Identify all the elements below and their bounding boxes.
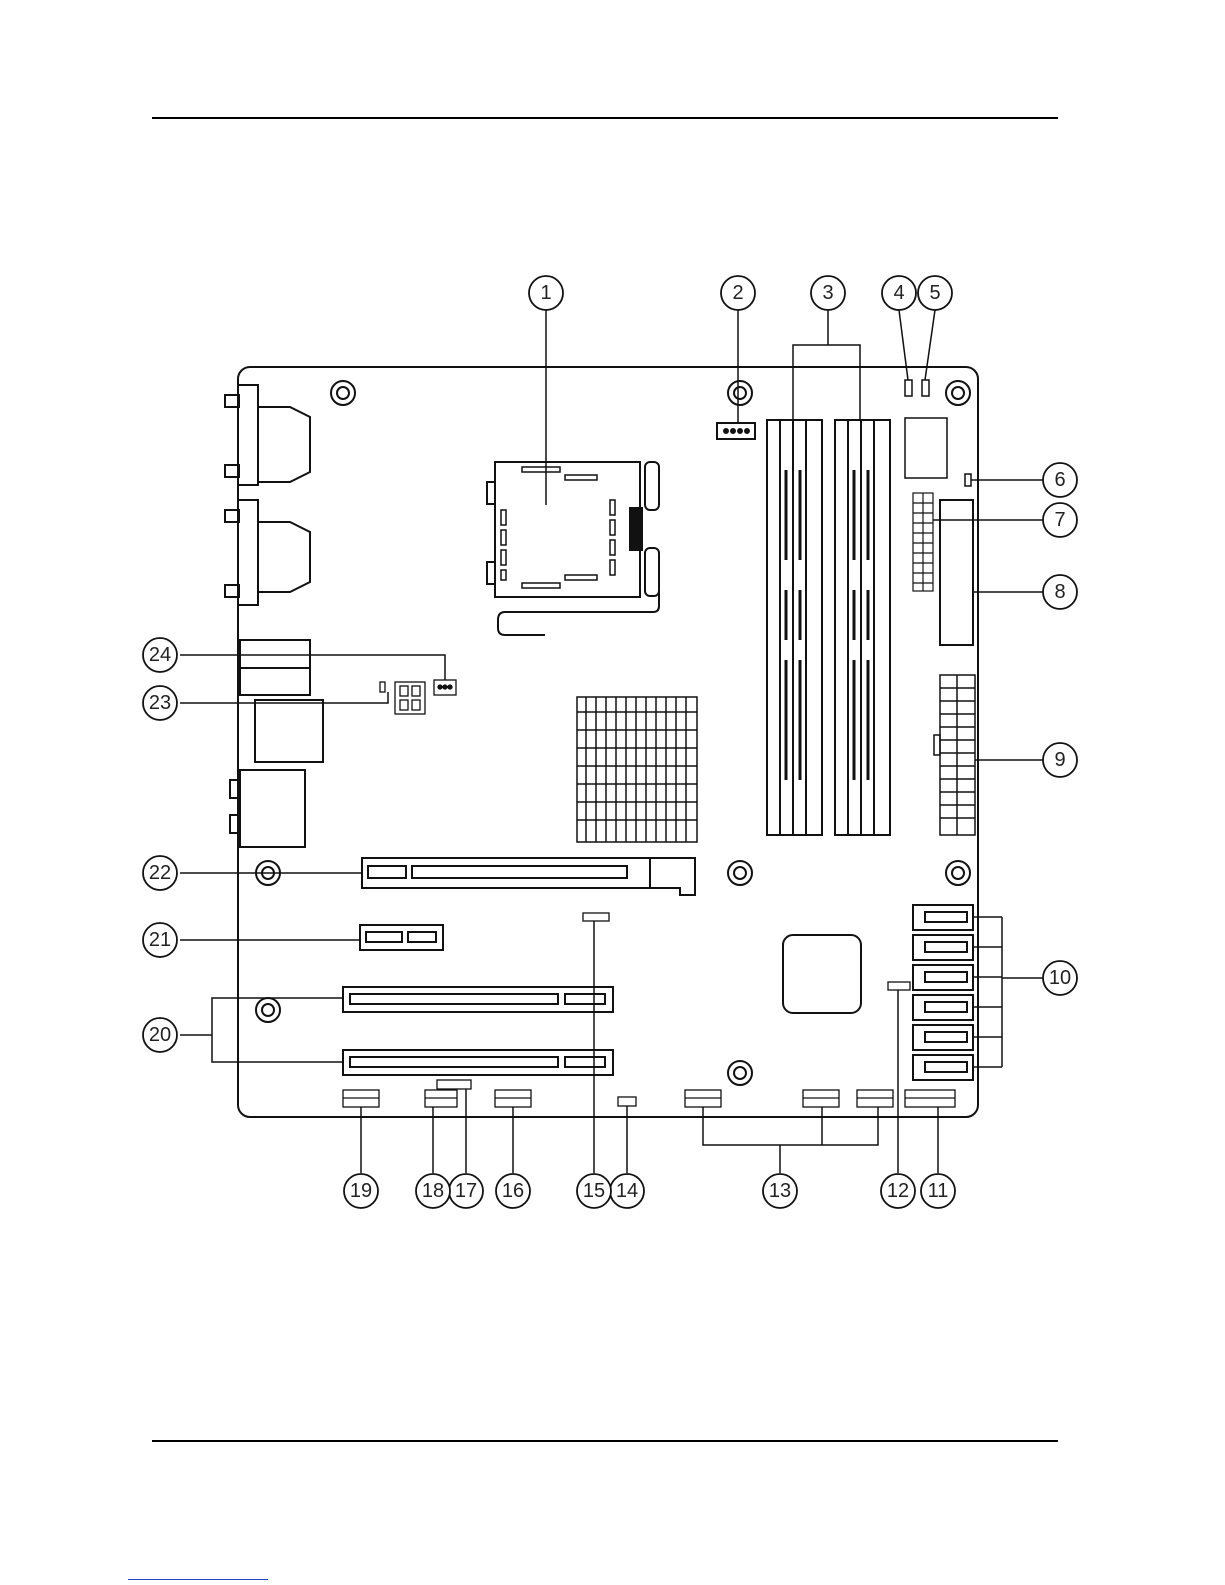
callout-label-11: 11 (928, 1180, 949, 1202)
callout-label-20: 20 (149, 1024, 171, 1046)
callout-label-7: 7 (1054, 509, 1065, 531)
callout-label-21: 21 (149, 929, 171, 951)
callout-label-4: 4 (893, 282, 904, 304)
callout-label-12: 12 (887, 1180, 909, 1202)
callout-label-24: 24 (149, 644, 171, 666)
callout-label-13: 13 (769, 1180, 791, 1202)
callout-label-14: 14 (616, 1180, 638, 1202)
callout-label-8: 8 (1054, 581, 1065, 603)
callout-label-16: 16 (502, 1180, 524, 1202)
callout-label-3: 3 (822, 282, 833, 304)
callout-label-6: 6 (1054, 469, 1065, 491)
callout-label-10: 10 (1049, 967, 1071, 989)
callout-label-18: 18 (422, 1180, 444, 1202)
callout-label-5: 5 (929, 282, 940, 304)
callout-label-19: 19 (350, 1180, 372, 1202)
callout-label-15: 15 (583, 1180, 605, 1202)
callout-label-1: 1 (540, 282, 551, 304)
callout-label-23: 23 (149, 692, 171, 714)
callout-label-2: 2 (732, 282, 743, 304)
callout-label-22: 22 (149, 862, 171, 884)
callout-label-17: 17 (455, 1180, 477, 1202)
callout-label-9: 9 (1054, 749, 1065, 771)
